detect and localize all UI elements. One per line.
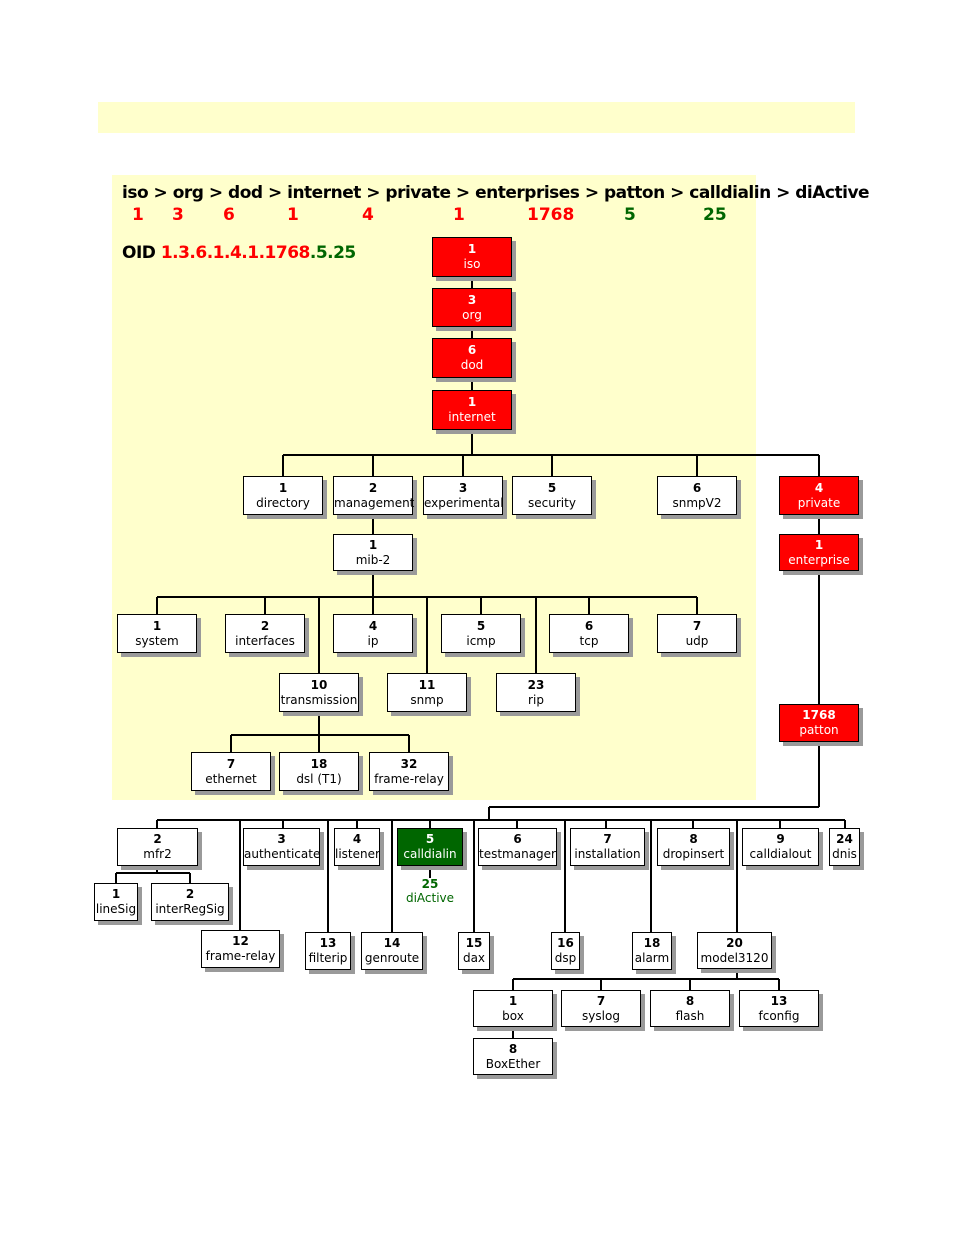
path-number-internet: 1 bbox=[287, 205, 299, 225]
oid-line: OID 1.3.6.1.4.1.1768.5.25 bbox=[122, 243, 356, 263]
path-number-org: 3 bbox=[172, 205, 184, 225]
header-band bbox=[98, 102, 855, 133]
path-number-patton: 1768 bbox=[527, 205, 575, 225]
path-number-diactive: 25 bbox=[703, 205, 727, 225]
oid-suffix: .5.25 bbox=[309, 243, 356, 263]
path-number-private: 4 bbox=[362, 205, 374, 225]
path-number-calldialin: 5 bbox=[624, 205, 636, 225]
path-number-enterprises: 1 bbox=[453, 205, 465, 225]
path-number-iso: 1 bbox=[132, 205, 144, 225]
oid-label: OID bbox=[122, 243, 156, 263]
oid-prefix: 1.3.6.1.4.1.1768 bbox=[160, 243, 311, 263]
path-number-dod: 6 bbox=[223, 205, 235, 225]
oid-path-text: iso > org > dod > internet > private > e… bbox=[122, 183, 870, 203]
